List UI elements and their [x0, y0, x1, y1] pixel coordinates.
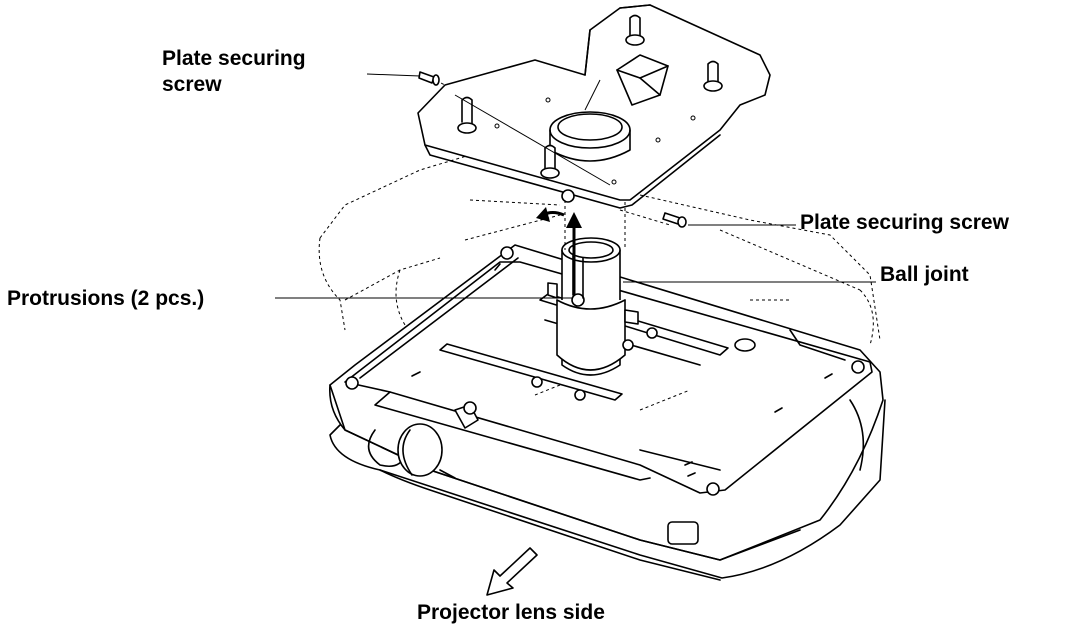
label-protrusions: Protrusions (2 pcs.) [7, 287, 205, 310]
upper-plate [417, 4, 771, 209]
plate-screw-right [662, 212, 687, 228]
ghost-outline [318, 74, 881, 411]
label-lens-side: Projector lens side [417, 601, 605, 624]
collar-screw [561, 189, 575, 203]
label-plate-screw-right: Plate securing screw [800, 211, 1009, 234]
plate-studs [457, 14, 723, 179]
label-ball-joint: Ball joint [880, 263, 969, 286]
plate-screw-top [418, 71, 440, 86]
leader-lines [275, 73, 876, 299]
ball-joint [547, 237, 639, 376]
label-plate-screw-top: Plate securing screw [162, 47, 306, 96]
lens-direction-arrow [486, 547, 538, 596]
rotate-arrow [536, 207, 565, 222]
lift-arrow [566, 212, 582, 295]
